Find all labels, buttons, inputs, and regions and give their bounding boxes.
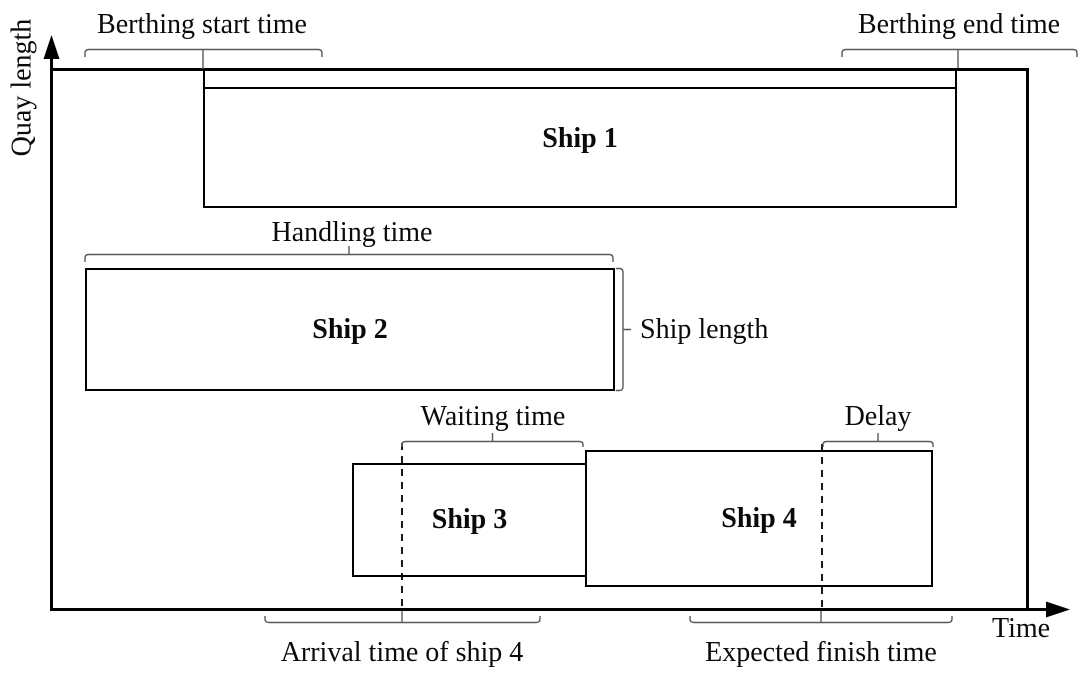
- expected-finish-bracket: [689, 611, 953, 624]
- ship-2-label: Ship 2: [312, 313, 388, 345]
- delay-label: Delay: [844, 401, 912, 432]
- berthing-end-bracket: [841, 48, 1078, 68]
- y-axis-label: Quay length: [6, 18, 38, 157]
- ship-3-box: Ship 3: [352, 463, 587, 577]
- arrival-time-bracket: [264, 611, 541, 624]
- expected-finish-time-label: Expected finish time: [705, 637, 937, 668]
- waiting-time-label: Waiting time: [420, 401, 566, 432]
- ship-1-box: Ship 1: [203, 71, 957, 208]
- berthing-end-time-label: Berthing end time: [857, 9, 1061, 40]
- ship-1-label: Ship 1: [542, 122, 618, 154]
- ship-4-box: Ship 4: [585, 450, 933, 587]
- x-axis-label: Time: [992, 613, 1051, 644]
- plot-frame: [50, 68, 1029, 611]
- berthing-start-bracket: [84, 48, 323, 69]
- berthing-start-time-label: Berthing start time: [97, 9, 307, 40]
- y-axis-arrow-icon: [43, 35, 60, 69]
- ship-4-label: Ship 4: [721, 502, 797, 534]
- ship-2-box: Ship 2: [85, 268, 615, 391]
- ship-1-top-strip: [205, 87, 955, 89]
- ship-3-label: Ship 3: [431, 504, 508, 535]
- ship-length-label: Ship length: [640, 314, 769, 345]
- handling-time-label: Handling time: [271, 217, 433, 248]
- arrival-time-of-ship-4-label: Arrival time of ship 4: [280, 637, 524, 668]
